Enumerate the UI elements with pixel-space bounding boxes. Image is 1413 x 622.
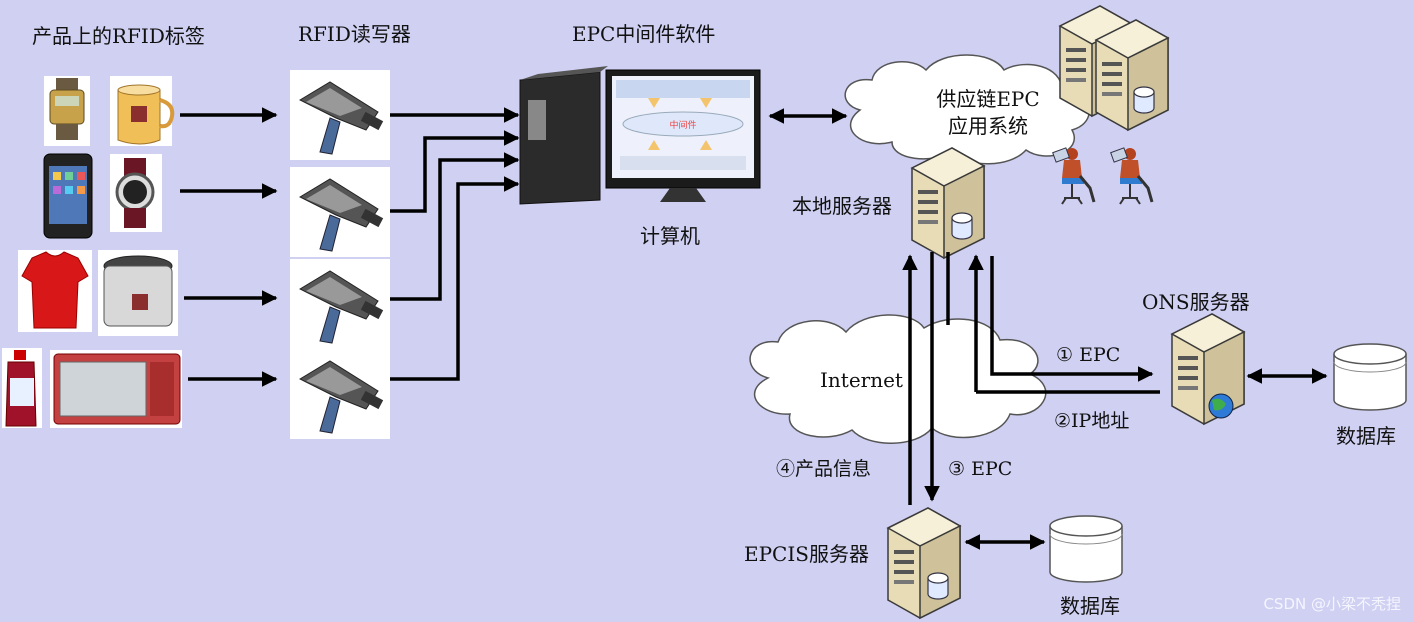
database-icon <box>951 212 973 240</box>
supply-chain-label: 供应链EPC 应用系统 <box>936 87 1040 138</box>
database-label-epcis: 数据库 <box>1060 594 1120 618</box>
rfid-reader-icon <box>289 69 391 161</box>
globe-icon <box>1208 393 1234 419</box>
step1-label: ① EPC <box>1056 344 1121 366</box>
local-ons-arrows <box>968 254 1160 394</box>
database-icon <box>1049 515 1123 583</box>
internet-label: Internet <box>820 368 903 392</box>
juice-bottle-icon <box>2 348 42 428</box>
screen-caption: 中间件 <box>669 119 696 131</box>
database-icon <box>1133 86 1155 114</box>
middleware-title: EPC中间件软件 <box>572 22 716 46</box>
server-icon <box>887 507 961 619</box>
smartphone-icon <box>43 153 93 239</box>
watch-icon <box>44 76 90 146</box>
database-icon <box>927 572 949 600</box>
rfid-reader-icon <box>289 258 391 350</box>
server-icon <box>1095 19 1169 131</box>
microwave-icon <box>50 350 182 428</box>
local-epcis-arrows <box>902 252 940 505</box>
reader-title: RFID读写器 <box>298 22 411 46</box>
step3-label: ③ EPC <box>948 458 1013 480</box>
ons-server-label: ONS服务器 <box>1142 290 1250 314</box>
reader-to-middleware-arrows <box>390 107 520 381</box>
office-worker-icon <box>1109 146 1154 206</box>
step4-label: ④产品信息 <box>776 458 872 480</box>
pressure-cooker-icon <box>98 250 178 336</box>
wristwatch-icon <box>110 154 162 232</box>
desktop-computer-icon: 中间件 <box>519 66 761 205</box>
mug-icon <box>110 76 175 146</box>
tags-title: 产品上的RFID标签 <box>32 24 205 48</box>
database-label-ons: 数据库 <box>1336 424 1396 448</box>
tshirt-icon <box>18 250 92 332</box>
tag-to-reader-arrows <box>180 107 278 387</box>
computer-label: 计算机 <box>640 224 700 248</box>
database-icon <box>1333 343 1407 411</box>
office-worker-icon <box>1051 146 1096 206</box>
local-server-label: 本地服务器 <box>792 194 892 218</box>
rfid-reader-icon <box>289 166 391 258</box>
rfid-reader-icon <box>289 348 391 440</box>
watermark: CSDN @小梁不秃捏 <box>1263 595 1401 613</box>
server-icon <box>911 147 985 259</box>
epcis-server-label: EPCIS服务器 <box>744 542 869 566</box>
step2-label: ②IP地址 <box>1054 410 1130 432</box>
